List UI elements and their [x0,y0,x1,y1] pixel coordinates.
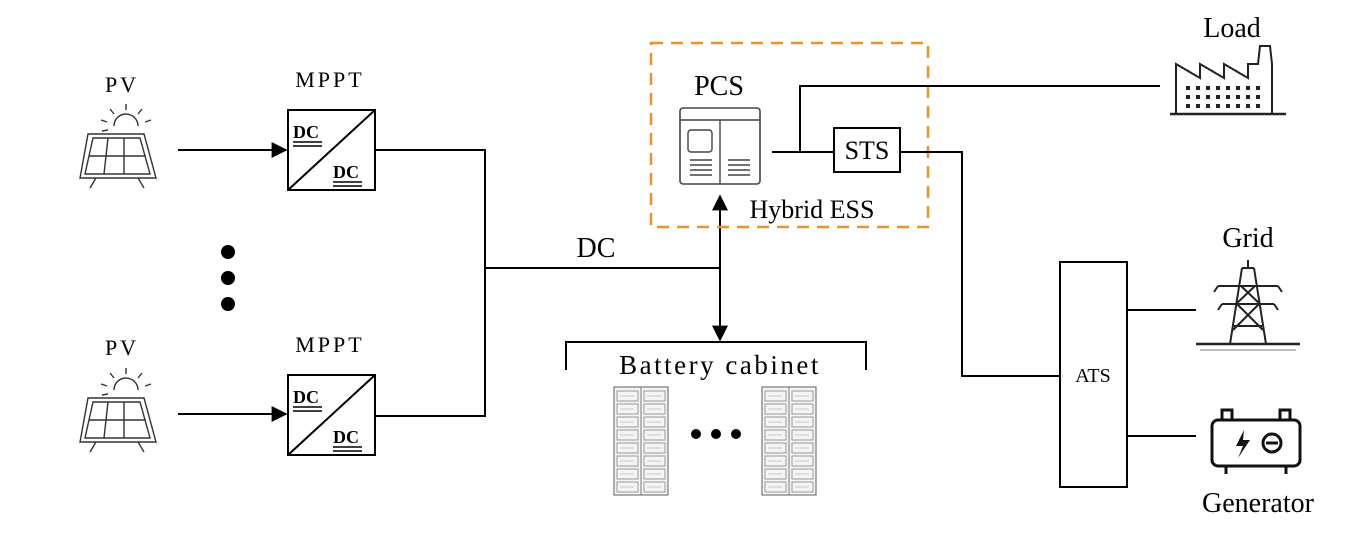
mppt-bottom-dc-out: DC [333,427,359,447]
solar-panel-icon [79,367,157,453]
mppt-to-bus-wire [375,149,486,417]
mppt-top-dc-in: DC [293,122,319,142]
generator-label: Generator [1202,488,1315,519]
pv-top-label: PV [105,72,139,97]
hybrid-ess-label: Hybrid ESS [750,195,875,224]
mppt-bottom-converter: DC DC [287,374,376,456]
grid-label: Grid [1222,223,1273,254]
pcs-to-load-wire [799,85,1160,152]
ats-box [1059,261,1128,488]
mppt-bottom-dc-in: DC [293,387,319,407]
mppt-top-label: MPPT [295,67,364,92]
sts-to-ats-wire [900,151,1060,377]
hybrid-ess-boundary [649,41,930,229]
transmission-tower-icon [1196,260,1300,351]
load-label: Load [1203,13,1261,44]
mppt-top-converter: DC DC [287,109,376,191]
more-pv-dots [221,245,235,311]
battery-cabinet-bracket [565,341,867,370]
battery-rack-icon [613,386,669,496]
solar-panel-icon [79,103,157,189]
battery-rack-icon [761,386,817,496]
more-battery-dots [691,429,741,439]
mppt-top-dc-out: DC [333,162,359,182]
generator-icon [1210,408,1302,474]
pcs-cabinet-icon [679,107,761,185]
factory-icon [1170,45,1286,116]
mppt-bottom-label: MPPT [295,332,364,357]
sts-box [833,127,901,173]
battery-cabinet-label: Battery cabinet [619,350,821,380]
dc-bus-label: DC [577,233,616,264]
pv-bottom-label: PV [105,335,139,360]
sts-label: STS [845,136,890,165]
pcs-label: PCS [694,71,744,102]
ats-label: ATS [1075,365,1111,387]
